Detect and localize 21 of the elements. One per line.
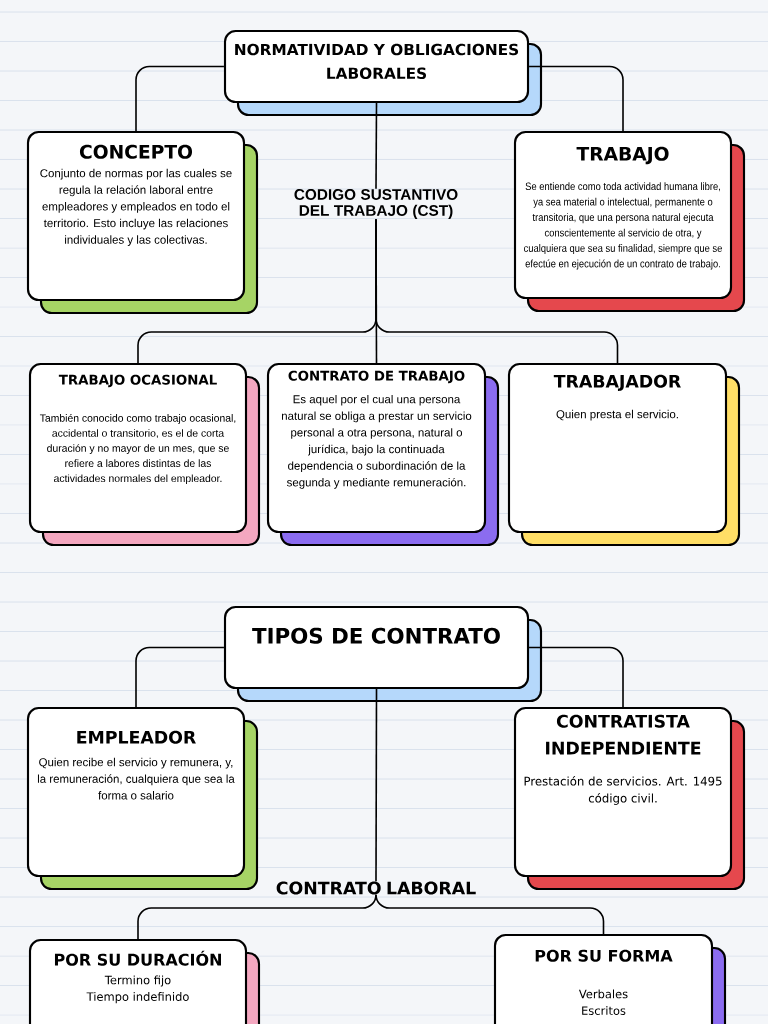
connector-line bbox=[375, 893, 605, 935]
connector-line bbox=[135, 646, 225, 708]
heading-text: CODIGO SUSTANTIVO DEL TRABAJO (CST) bbox=[294, 189, 458, 219]
connector-line bbox=[528, 65, 624, 132]
card: NORMATIVIDAD Y OBLIGACIONES LABORALES bbox=[223, 29, 543, 117]
connector-line bbox=[528, 646, 624, 708]
connector-line bbox=[375, 102, 378, 190]
connector-line bbox=[135, 65, 225, 132]
connector-line bbox=[375, 688, 378, 882]
heading-text: CONTRATO LABORAL bbox=[276, 881, 476, 895]
connector-line bbox=[375, 218, 619, 364]
card: CONTRATO DE TRABAJO Es aquel por el cual una persona natural se obliga a prestar un servicio personal a otra persona, natural o jurídica, bajo la continuada dependencia o subordinación de la segunda y mediante remuneración. bbox=[266, 362, 500, 547]
card: EMPLEADOR Quien recibe el servicio y remunera, y, la remuneración, cualquiera que sea la forma o salario bbox=[26, 706, 259, 891]
card: TRABAJO OCASIONAL También conocido como trabajo ocasional, accidental o transitorio, es el de corta duración y no mayor de un mes, que se refiere a labores distintas de las actividades normales del empleador. bbox=[28, 362, 261, 547]
card: TRABAJO Se entiende como toda actividad humana libre, ya sea material o intelectual, permanente o transitoria, que una persona natural ejecuta conscientemente al servicio de otra, y cualquiera que sea su finalidad, siempre que se efectúe en ejecución de un contrato de trabajo. bbox=[513, 130, 746, 313]
card: POR SU FORMA Verbales Escritos bbox=[493, 933, 727, 1024]
card: TIPOS DE CONTRATO bbox=[223, 605, 543, 703]
card: POR SU DURACIÓN Termino fijo Tiempo indefinido bbox=[28, 938, 261, 1024]
card: CONCEPTO Conjunto de normas por las cuales se regula la relación laboral entre empleadores y empleados en todo el territorio. Esto incluye las relaciones individuales y las colectivas. bbox=[26, 130, 259, 315]
card: CONTRATISTA INDEPENDIENTE Prestación de servicios. Art. 1495 código civil. bbox=[513, 706, 746, 891]
card: TRABAJADOR Quien presta el servicio. bbox=[507, 362, 741, 547]
